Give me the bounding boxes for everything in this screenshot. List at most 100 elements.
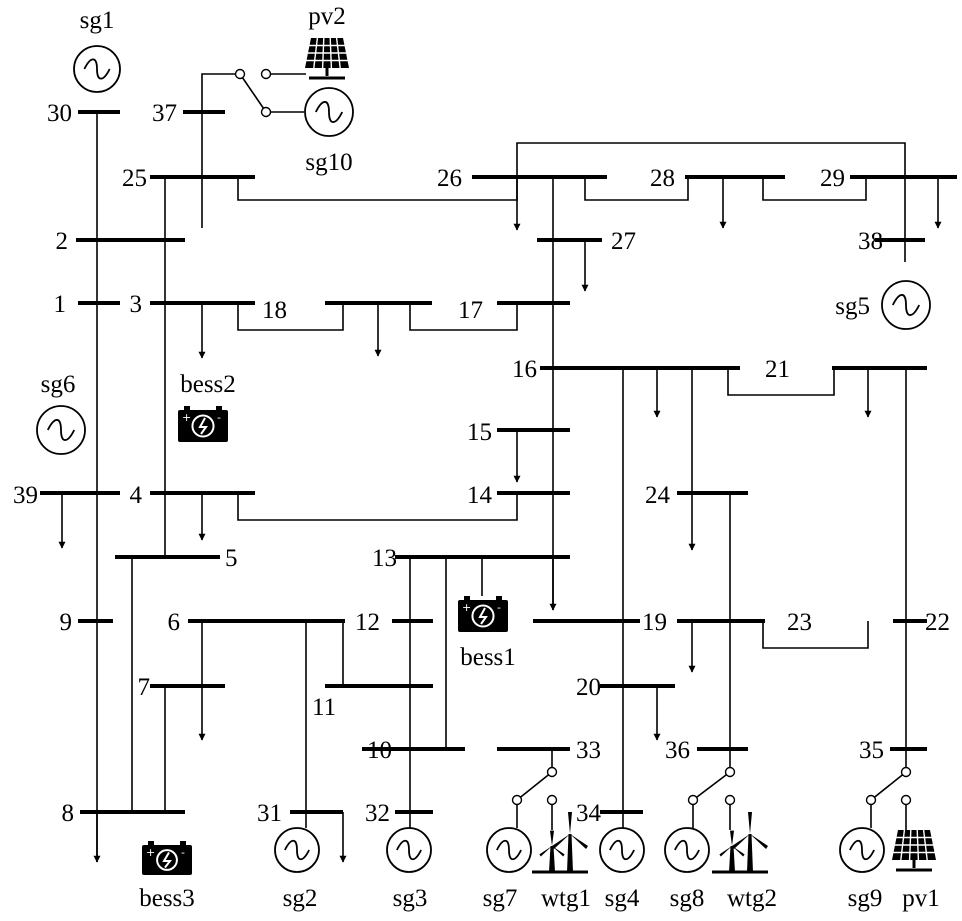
switch-contact xyxy=(234,68,246,80)
ac-generator-icon xyxy=(274,827,320,873)
bus-label: 1 xyxy=(54,291,67,318)
bus-label: 22 xyxy=(925,609,950,636)
switch-blade xyxy=(870,771,907,801)
sine-wave xyxy=(891,294,921,316)
bus-label: 13 xyxy=(372,545,397,572)
switch-contact xyxy=(865,794,877,806)
device-label: sg3 xyxy=(393,885,428,912)
bus-label: 33 xyxy=(576,737,601,764)
switch-contact xyxy=(260,68,272,80)
bus-label: 34 xyxy=(576,800,602,827)
bus-label: 39 xyxy=(13,482,38,509)
bus-label: 29 xyxy=(820,165,845,192)
bus-label: 15 xyxy=(467,419,492,446)
branch-line xyxy=(516,142,906,262)
svg-text:-: - xyxy=(217,411,221,424)
bus-label: 12 xyxy=(355,609,380,636)
svg-text:-: - xyxy=(181,846,185,859)
branch-line xyxy=(237,303,344,331)
ac-generator-icon xyxy=(881,280,931,330)
switch-contact xyxy=(546,794,558,806)
bus-label: 27 xyxy=(611,228,636,255)
device-label: sg2 xyxy=(283,885,318,912)
bus-label: 6 xyxy=(168,609,181,636)
ac-generator-icon xyxy=(386,827,432,873)
switch-contact xyxy=(687,794,699,806)
bus-label: 4 xyxy=(130,482,143,509)
bus-label: 18 xyxy=(262,297,287,324)
bus-label: 25 xyxy=(122,165,147,192)
bus-label: 37 xyxy=(152,100,177,127)
sine-wave xyxy=(849,839,875,861)
switch-contact xyxy=(900,766,912,778)
bus-label: 19 xyxy=(642,609,667,636)
branch-line xyxy=(237,493,518,521)
sine-wave xyxy=(396,839,422,861)
svg-text:-: - xyxy=(497,601,501,614)
sine-wave xyxy=(83,58,111,80)
device-label: pv1 xyxy=(902,885,940,912)
device-label: wtg2 xyxy=(727,885,777,912)
device-label: wtg1 xyxy=(541,885,591,912)
branch-line xyxy=(201,73,236,112)
bus-label: 10 xyxy=(367,737,392,764)
bus-label: 35 xyxy=(859,737,884,764)
ac-generator-icon xyxy=(664,827,710,873)
sine-wave xyxy=(284,839,310,861)
bus-label: 9 xyxy=(60,609,73,636)
bus-label: 23 xyxy=(787,609,812,636)
ac-generator-icon xyxy=(73,45,121,93)
switch-contact xyxy=(724,766,736,778)
sine-wave xyxy=(609,839,635,861)
switch-contact xyxy=(724,794,736,806)
device-label: sg1 xyxy=(80,7,115,34)
svg-text:+: + xyxy=(146,846,155,859)
switch-contact xyxy=(260,106,272,118)
switch-blade xyxy=(516,771,553,801)
bus-label: 31 xyxy=(257,800,282,827)
bus-label: 24 xyxy=(645,482,671,509)
bus-label: 11 xyxy=(312,694,336,721)
bus-label: 17 xyxy=(458,297,483,324)
bus-label: 20 xyxy=(576,674,601,701)
wind-turbine-icon xyxy=(712,812,768,874)
branch-line xyxy=(409,303,518,331)
bus-label: 2 xyxy=(56,228,69,255)
switch-blade xyxy=(692,771,731,801)
bus-label: 30 xyxy=(47,100,72,127)
bus-label: 7 xyxy=(138,674,151,701)
device-label: sg10 xyxy=(305,149,352,176)
bus-label: 38 xyxy=(858,228,883,255)
device-label: sg8 xyxy=(670,885,705,912)
bus-label: 14 xyxy=(467,482,493,509)
branch-line xyxy=(727,368,835,396)
bus-label: 32 xyxy=(365,800,390,827)
ac-generator-icon xyxy=(839,827,885,873)
sine-wave xyxy=(314,101,344,123)
ac-generator-icon xyxy=(304,87,354,137)
device-label: sg9 xyxy=(848,885,883,912)
solar-panel-icon xyxy=(892,829,936,872)
bus-label: 21 xyxy=(765,356,790,383)
ac-generator-icon xyxy=(599,827,645,873)
solar-panel-icon xyxy=(305,37,349,80)
bus-label: 16 xyxy=(512,356,537,383)
device-label: sg6 xyxy=(41,371,76,398)
device-label: sg5 xyxy=(835,293,870,320)
device-label: sg4 xyxy=(605,885,640,912)
device-label: pv2 xyxy=(308,3,346,30)
switch-contact xyxy=(546,766,558,778)
wind-turbine-icon xyxy=(532,812,588,874)
bus-label: 26 xyxy=(437,165,462,192)
switch-contact xyxy=(900,794,912,806)
svg-text:+: + xyxy=(462,601,471,614)
ac-generator-icon xyxy=(486,827,532,873)
branch-line xyxy=(762,621,869,649)
bus-label: 36 xyxy=(665,737,690,764)
sine-wave xyxy=(46,419,76,441)
bus-label: 28 xyxy=(650,165,675,192)
bus-label: 3 xyxy=(130,291,143,318)
battery-icon: +- xyxy=(142,841,192,875)
switch-contact xyxy=(511,794,523,806)
